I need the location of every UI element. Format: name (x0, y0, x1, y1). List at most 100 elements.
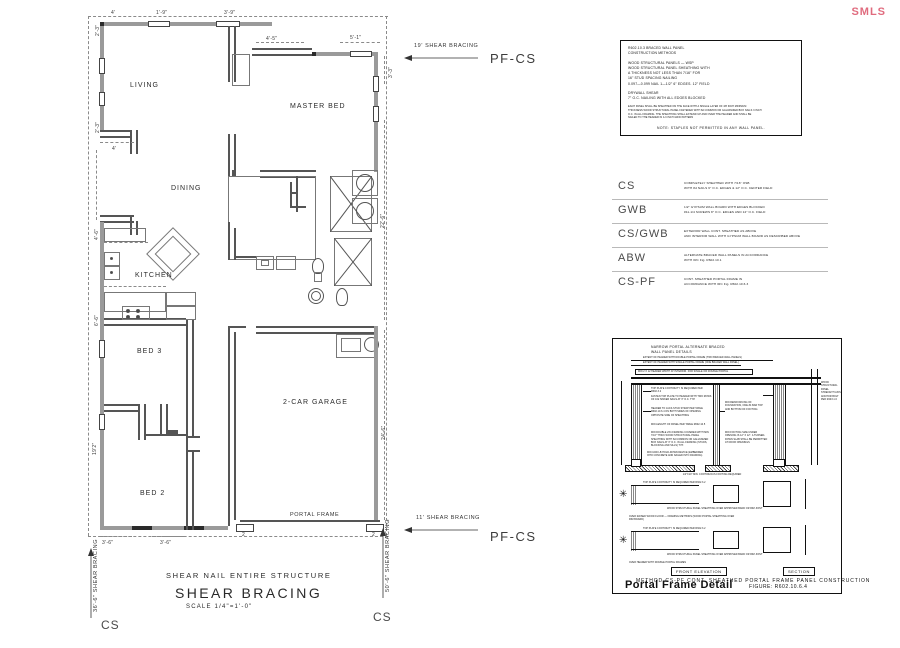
wall-segment (234, 134, 236, 176)
burner (136, 315, 140, 319)
wall-segment (296, 176, 298, 212)
shear-bracing-right-label: 50'-6" SHEAR BRACING (385, 518, 391, 592)
appliance (352, 170, 378, 196)
counter (166, 292, 196, 306)
wall-segment (138, 404, 140, 440)
wall-segment (100, 222, 104, 250)
ref-line-right (386, 16, 387, 536)
wall-segment (228, 222, 230, 260)
pf-callout-fasten: FASTEN TOP PLATE TO HEADER WITH TWO ROWS… (651, 395, 712, 402)
wall-segment (228, 326, 246, 328)
wall-segment (234, 26, 236, 54)
connection-detail-1 (763, 481, 791, 507)
post-tag: 2 (242, 532, 246, 538)
pf-main-title: Portal Frame Detail (625, 579, 733, 591)
pf-elev-note-a: TOP PLATE CONTINUITY IS REQUIRED PER R60… (643, 481, 706, 484)
leader-line (763, 395, 773, 396)
pf-elev-note-2: OVER RAISED WOOD FLOOR — FRAMING METHODS… (629, 515, 735, 522)
notes-line: WOOD STRUCTURAL PANEL SHEATHING WITH (628, 65, 710, 70)
range-cooktop (122, 306, 150, 320)
sink-basin (104, 252, 120, 266)
dimension-bottom-2: 3'-6" (160, 540, 172, 546)
height-dim-line (621, 381, 622, 465)
wall-segment (374, 92, 378, 106)
counter (104, 228, 146, 242)
dimension-left-5: 6'-6" (94, 314, 100, 326)
notes-line: 0.097—0.099 NAIL 1—1/2" 6" EDGES. 12" FI… (628, 81, 710, 86)
wall-segment (186, 450, 200, 452)
legend-description: ALTERNATE BRACED WALL PANELS IN ACCORDAN… (684, 253, 768, 262)
dim-line (340, 42, 380, 43)
wall-segment (228, 326, 230, 526)
sink-drain (311, 291, 321, 301)
wall-segment (252, 48, 312, 50)
window-opening (99, 92, 105, 106)
sink-basin (341, 338, 361, 352)
room-label-master-bed: MASTER BED (290, 103, 346, 110)
pf-header-line-1: NARROW PORTAL ALTERNATE BRACED (651, 345, 725, 349)
legend-desc-line: ACCORDANCE WITH IRC Fig. R602.10.6.3 (684, 281, 749, 286)
notes-fine-print: O.C. IN ALL FRAMING. THE SHEATHING SHALL… (628, 112, 752, 116)
dim-line (100, 142, 134, 143)
room-label-bed-3: BED 3 (137, 348, 163, 355)
dimension-top-5: 5'-1" (350, 35, 362, 41)
shear-panel (184, 526, 204, 530)
pf-elev-note-1: WOOD STRUCTURAL PANEL SHEATHING OVER APP… (667, 507, 763, 510)
shear-arrow-left (88, 548, 94, 618)
dryer-icon (356, 202, 374, 220)
pf-callout-footing: MIN FOOTING SIZE UNDER OPENING IS 12" X … (725, 431, 768, 445)
toilet-tank (314, 272, 322, 282)
shear-bracing-top-label: 19' SHEAR BRACING (414, 43, 479, 49)
legend-code: GWB (618, 204, 648, 216)
shear-arrow-bottom (404, 527, 478, 533)
rim-joist-detail-1 (713, 485, 739, 503)
wall-segment (234, 54, 236, 82)
wall-segment (290, 182, 292, 206)
portal-post-right (773, 385, 785, 465)
pf-cs-label-bottom: PF-CS (490, 529, 537, 544)
post-edge (641, 385, 642, 465)
legend-row-abw: ABW ALTERNATE BRACED WALL PANELS IN ACCO… (612, 248, 828, 272)
sink-basin (104, 266, 120, 280)
wall-segment (104, 410, 140, 412)
legend-code: ABW (618, 252, 647, 264)
window-opening (99, 340, 105, 358)
dimension-top-4: 4'-5" (266, 36, 278, 42)
wall-segment (152, 526, 184, 530)
section-line-1 (805, 479, 806, 509)
extent-dim-line (631, 365, 741, 366)
variant-post-1 (631, 485, 637, 505)
wall-segment (256, 332, 378, 334)
wall-segment (100, 136, 132, 138)
dim-line (256, 42, 304, 43)
portal-post-mid (713, 385, 719, 465)
room-label-living: LIVING (130, 82, 159, 89)
shear-bracing-bottom-label: 11' SHEAR BRACING (416, 515, 481, 521)
vanity (256, 256, 274, 270)
wall-segment (316, 52, 350, 56)
smls-watermark: SMLS (851, 6, 886, 18)
dimension-right-2: 22'-6" (380, 213, 386, 228)
section-edge (817, 369, 818, 465)
toilet (312, 258, 324, 274)
upper-cabinet (104, 242, 148, 243)
rim-joist-detail-2 (713, 531, 739, 549)
min-header-box (635, 369, 753, 375)
wall-segment (312, 52, 316, 56)
legend-desc-line: WITH IRC Fig. R602.10.1 (684, 257, 722, 262)
wall-segment (372, 52, 378, 56)
dimension-bottom-1: 3'-6" (102, 540, 114, 546)
wall-segment (100, 215, 134, 217)
footing-mid (705, 465, 731, 472)
leader-line (719, 411, 725, 412)
wall-segment (170, 22, 216, 26)
wall-segment (100, 26, 104, 58)
shear-arrow-top (404, 55, 478, 61)
tag-section: SECTION (783, 567, 815, 576)
window-opening (99, 58, 105, 74)
legend-desc-line: WITH 8d NAILS 6" O.C. EDGES & 12" O.C. C… (684, 185, 773, 190)
wall-segment (204, 526, 228, 530)
window-opening (373, 106, 379, 122)
window-opening (373, 76, 379, 92)
appliance-icon (364, 337, 379, 352)
